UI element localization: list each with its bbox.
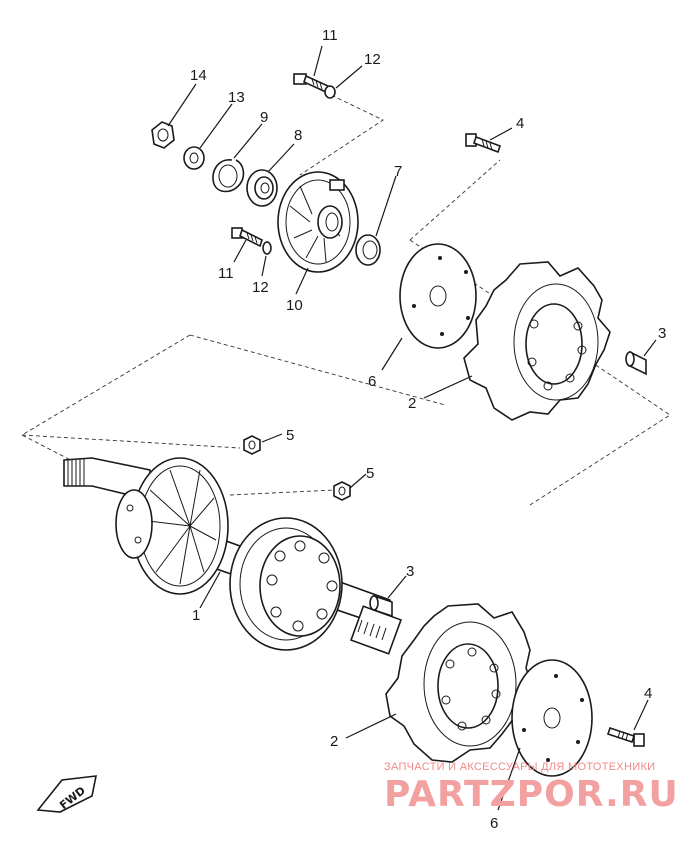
callout-labels: 11 12 14 13 9 8 4 7 11 12 10 3 6 2 5 5 3… [190,27,666,832]
watermark-logo: PARTZPOR.RU [384,774,679,815]
callout-5-b: 5 [366,465,374,482]
callout-11-top: 11 [322,27,338,44]
plate-6-bottom [511,659,593,777]
drive-wheel-left [115,457,229,595]
callout-12-mid: 12 [252,279,269,296]
seal-7 [355,234,381,266]
bolt-4-bottom [606,726,645,747]
callout-9: 9 [260,109,268,126]
watermark: ЗАПЧАСТИ И АКСЕССУАРЫ ДЛЯ МОТОТЕХНИКИ PA… [384,761,679,815]
callout-8: 8 [294,127,302,144]
callout-2-bottom: 2 [330,733,338,750]
bearing-8 [246,169,278,207]
bolt-4-top [465,133,502,154]
nut-14 [151,121,175,149]
drive-wheel-right [229,517,343,651]
bolt-11-top [293,73,329,94]
bearing-housing-10 [277,171,359,273]
sprocket-2-top [463,261,611,421]
sprocket-2-bottom [385,603,533,763]
watermark-tagline: ЗАПЧАСТИ И АКСЕССУАРЫ ДЛЯ МОТОТЕХНИКИ [384,761,655,773]
forward-arrow-icon: FWD [36,775,98,813]
callout-12-top: 12 [364,51,381,68]
callout-6-bottom: 6 [490,815,498,832]
callout-4-bottom: 4 [644,685,652,702]
leader-lines [167,45,657,811]
plate-6-top [399,243,477,349]
spacer-3-top [625,350,647,376]
callout-6-top: 6 [368,373,376,390]
callout-1: 1 [192,607,200,624]
callout-5-a: 5 [286,427,294,444]
callout-13: 13 [228,89,245,106]
callout-11-mid: 11 [218,265,234,282]
washer-13 [183,146,205,170]
bolt-11-mid [231,227,263,248]
callout-7: 7 [394,163,402,180]
callout-4-top: 4 [516,115,524,132]
circlip-9 [212,159,245,193]
callout-3-bottom: 3 [406,563,414,580]
callout-3-top: 3 [658,325,666,342]
washer-12-top [324,85,336,99]
nut-5-a [243,435,261,455]
nut-5-b [333,481,351,501]
callout-10: 10 [286,297,303,314]
spacer-3-bottom [369,594,393,618]
callout-14: 14 [190,67,207,84]
washer-12-mid [262,241,272,255]
callout-2-top: 2 [408,395,416,412]
